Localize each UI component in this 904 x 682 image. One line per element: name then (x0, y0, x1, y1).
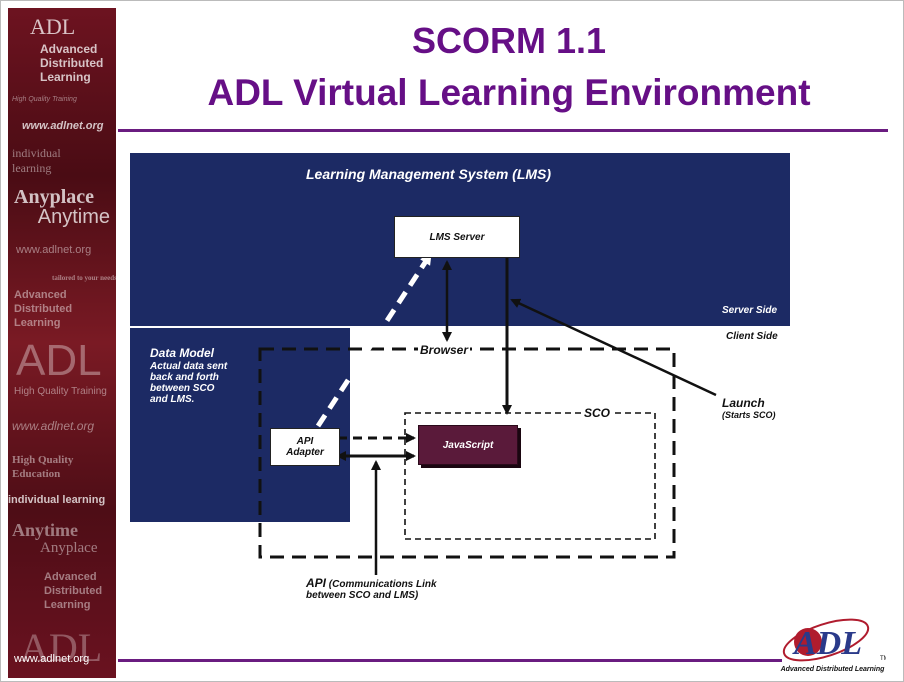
server-side-label: Server Side (722, 305, 778, 316)
sidebar-adv-3a: Advanced (44, 571, 97, 583)
slide-title-line-1: SCORM 1.1 (411, 20, 607, 61)
logo-caption: Advanced Distributed Learning (780, 666, 885, 673)
sidebar-tailored: tailored to your needs (52, 274, 116, 282)
sidebar-url-1: www.adlnet.org (22, 120, 104, 132)
slide-title-line-2: ADL Virtual Learning Environment (207, 72, 811, 113)
sidebar-adv-3c: Learning (44, 599, 91, 611)
sidebar-hq-edu-2: Education (12, 468, 61, 480)
client-side-label: Client Side (726, 331, 778, 342)
api-adapter-line-1: API (296, 436, 314, 447)
sidebar-url-2: www.adlnet.org (16, 244, 92, 256)
launch-arrow (510, 298, 717, 397)
logo-globe-icon (794, 628, 822, 656)
server-client-divider (130, 324, 790, 326)
sidebar-adv-2a: Advanced (14, 289, 67, 301)
logo-orbit-icon (782, 618, 870, 662)
sidebar-adl-big: ADL (16, 336, 102, 385)
title-divider (118, 129, 888, 132)
lms-title: Learning Management System (LMS) (306, 166, 552, 182)
sidebar-brand-1: Advanced (40, 42, 98, 56)
api-to-lms-dashed-arrow (315, 252, 433, 428)
footer-divider (118, 659, 782, 662)
lms-server-label: LMS Server (429, 231, 485, 243)
sidebar-brand-3: Learning (40, 70, 91, 84)
api-label: API (306, 576, 327, 590)
api-caption-line-1: API (Communications Link (306, 576, 437, 590)
adl-logo: ADL TM (782, 618, 886, 662)
sidebar-url-3: www.adlnet.org (12, 419, 95, 433)
sidebar-hq-training: High Quality Training (14, 386, 107, 397)
sidebar-tagline-small: High Quality Training (12, 96, 77, 103)
data-model-desc-line-3: between SCO (150, 383, 215, 394)
api-caption-sub-2: between SCO and LMS) (306, 590, 419, 601)
data-model-title: Data Model (150, 346, 215, 360)
sidebar-banner: ADL Advanced Distributed Learning High Q… (8, 8, 116, 678)
api-adapter-line-2: Adapter (286, 447, 324, 458)
data-model-panel (130, 328, 350, 522)
javascript-box: JavaScript (418, 425, 518, 465)
sidebar-anytime-1: Anytime (37, 206, 110, 228)
sidebar-individual-2: learning (12, 161, 52, 175)
data-model-desc-line-2: back and forth (150, 372, 219, 383)
data-model-desc-line-4: and LMS. (150, 394, 195, 405)
sidebar-adl-bottom: ADL (20, 625, 103, 670)
sidebar-adl-top: ADL (30, 14, 76, 39)
launch-sub-label: (Starts SCO) (722, 410, 776, 420)
api-caption: API (Communications Link between SCO and… (306, 576, 437, 601)
api-caption-sub-1: (Communications Link (328, 579, 437, 590)
sidebar-adv-2b: Distributed (14, 303, 73, 315)
lms-server-box: LMS Server (394, 216, 520, 258)
javascript-label: JavaScript (442, 439, 494, 451)
data-model-description: Actual data sent back and forth between … (150, 361, 227, 405)
data-model-desc-line-1: Actual data sent (150, 361, 228, 372)
launch-label: Launch (722, 396, 765, 410)
sidebar-hq-edu-1: High Quality (12, 454, 74, 466)
api-adapter-box: API Adapter (270, 428, 340, 466)
browser-label: Browser (418, 343, 471, 357)
footer-url[interactable]: www.adlnet.org (14, 653, 90, 665)
sco-label: SCO (581, 406, 614, 420)
sidebar-anytime-2: Anytime (12, 520, 78, 540)
sco-frame (404, 412, 656, 540)
sidebar-anyplace-1: Anyplace (14, 186, 94, 208)
sidebar-individual-1: individual (12, 146, 61, 160)
sidebar-anyplace-2: Anyplace (40, 540, 98, 556)
logo-text: ADL (792, 625, 862, 662)
sidebar-individual-learning: individual learning (8, 494, 106, 506)
sidebar-adv-3b: Distributed (44, 585, 103, 597)
sidebar-brand-2: Distributed (40, 56, 104, 70)
sidebar-adv-2c: Learning (14, 317, 61, 329)
logo-tm: TM (880, 656, 886, 662)
